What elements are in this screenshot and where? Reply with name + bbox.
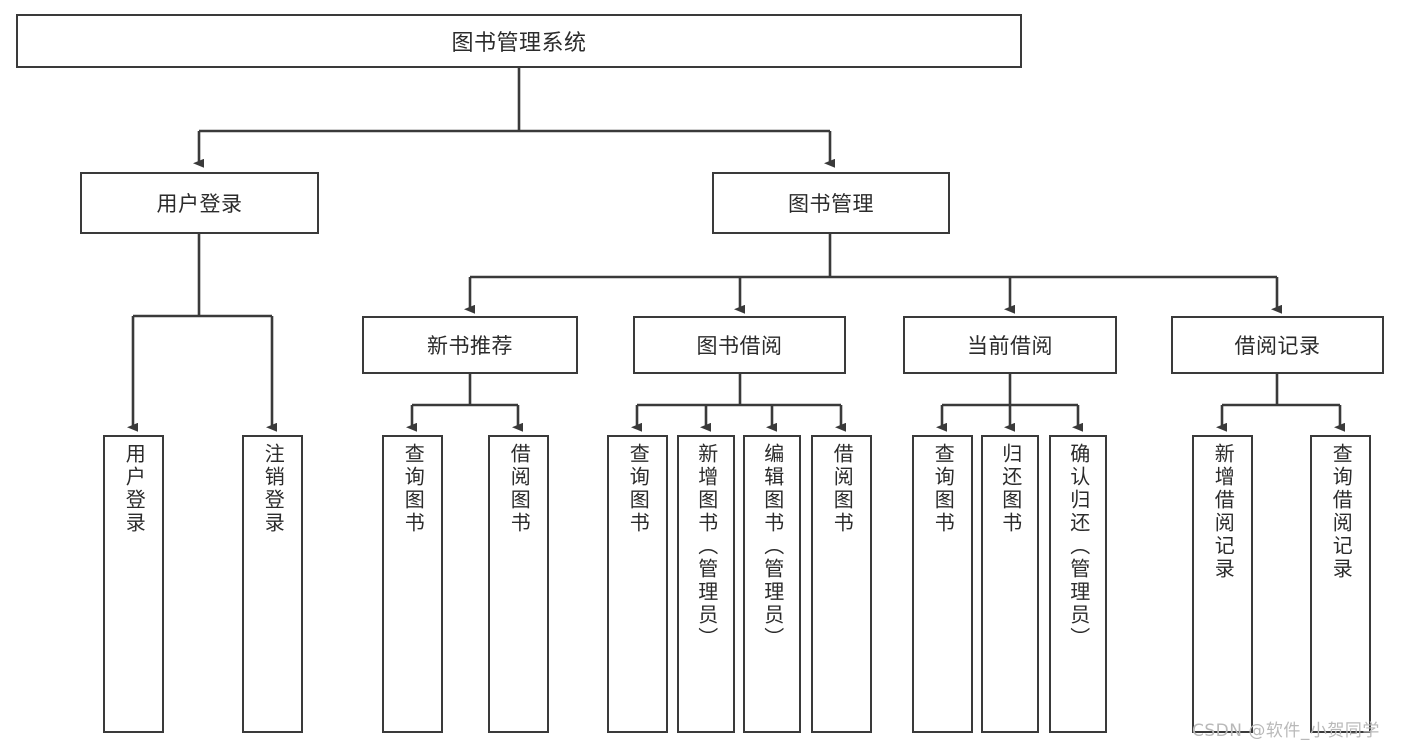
node-label: 新增图书（管理员） bbox=[694, 443, 719, 650]
node-label: 借阅记录 bbox=[1234, 334, 1321, 358]
node-leaf-user-login[interactable]: 用户登录 bbox=[103, 435, 164, 733]
node-label: 归还图书 bbox=[998, 443, 1023, 535]
node-label: 用户登录 bbox=[156, 192, 243, 216]
node-user-login[interactable]: 用户登录 bbox=[80, 172, 319, 234]
node-label: 确认归还（管理员） bbox=[1066, 443, 1091, 650]
node-leaf-logout[interactable]: 注销登录 bbox=[242, 435, 303, 733]
node-leaf-query-borrow-record[interactable]: 查询借阅记录 bbox=[1310, 435, 1371, 733]
node-label: 编辑图书（管理员） bbox=[760, 443, 785, 650]
node-label: 查询图书 bbox=[931, 443, 956, 535]
node-label: 查询图书 bbox=[401, 443, 426, 535]
node-leaf-borrow-book[interactable]: 借阅图书 bbox=[811, 435, 872, 733]
node-label: 图书管理 bbox=[788, 192, 874, 216]
node-label: 查询图书 bbox=[626, 443, 651, 535]
node-new-book-recommend[interactable]: 新书推荐 bbox=[362, 316, 578, 374]
node-leaf-add-borrow-record[interactable]: 新增借阅记录 bbox=[1192, 435, 1253, 733]
node-leaf-return-book[interactable]: 归还图书 bbox=[981, 435, 1039, 733]
node-label: 查询借阅记录 bbox=[1329, 443, 1354, 581]
node-label: 图书借阅 bbox=[696, 334, 783, 358]
node-label: 借阅图书 bbox=[507, 443, 532, 535]
node-label: 图书管理系统 bbox=[451, 31, 587, 56]
node-root-book-management-system[interactable]: 图书管理系统 bbox=[16, 14, 1022, 68]
node-book-management[interactable]: 图书管理 bbox=[712, 172, 950, 234]
node-leaf-add-book-admin[interactable]: 新增图书（管理员） bbox=[677, 435, 735, 733]
node-leaf-edit-book-admin[interactable]: 编辑图书（管理员） bbox=[743, 435, 801, 733]
csdn-watermark: CSDN @软件_小贺同学 bbox=[1192, 721, 1380, 741]
node-label: 借阅图书 bbox=[830, 443, 855, 535]
node-current-borrow[interactable]: 当前借阅 bbox=[903, 316, 1117, 374]
node-label: 新增借阅记录 bbox=[1211, 443, 1236, 581]
node-leaf-confirm-return-admin[interactable]: 确认归还（管理员） bbox=[1049, 435, 1107, 733]
node-leaf-borrow-book-recommend[interactable]: 借阅图书 bbox=[488, 435, 549, 733]
node-leaf-query-book-recommend[interactable]: 查询图书 bbox=[382, 435, 443, 733]
node-leaf-query-book-current[interactable]: 查询图书 bbox=[912, 435, 973, 733]
node-leaf-query-book-borrow[interactable]: 查询图书 bbox=[607, 435, 668, 733]
node-borrow-record[interactable]: 借阅记录 bbox=[1171, 316, 1384, 374]
node-label: 用户登录 bbox=[122, 443, 147, 535]
node-label: 新书推荐 bbox=[427, 334, 513, 358]
node-label: 当前借阅 bbox=[967, 334, 1053, 358]
node-label: 注销登录 bbox=[261, 443, 286, 535]
node-book-borrow[interactable]: 图书借阅 bbox=[633, 316, 846, 374]
